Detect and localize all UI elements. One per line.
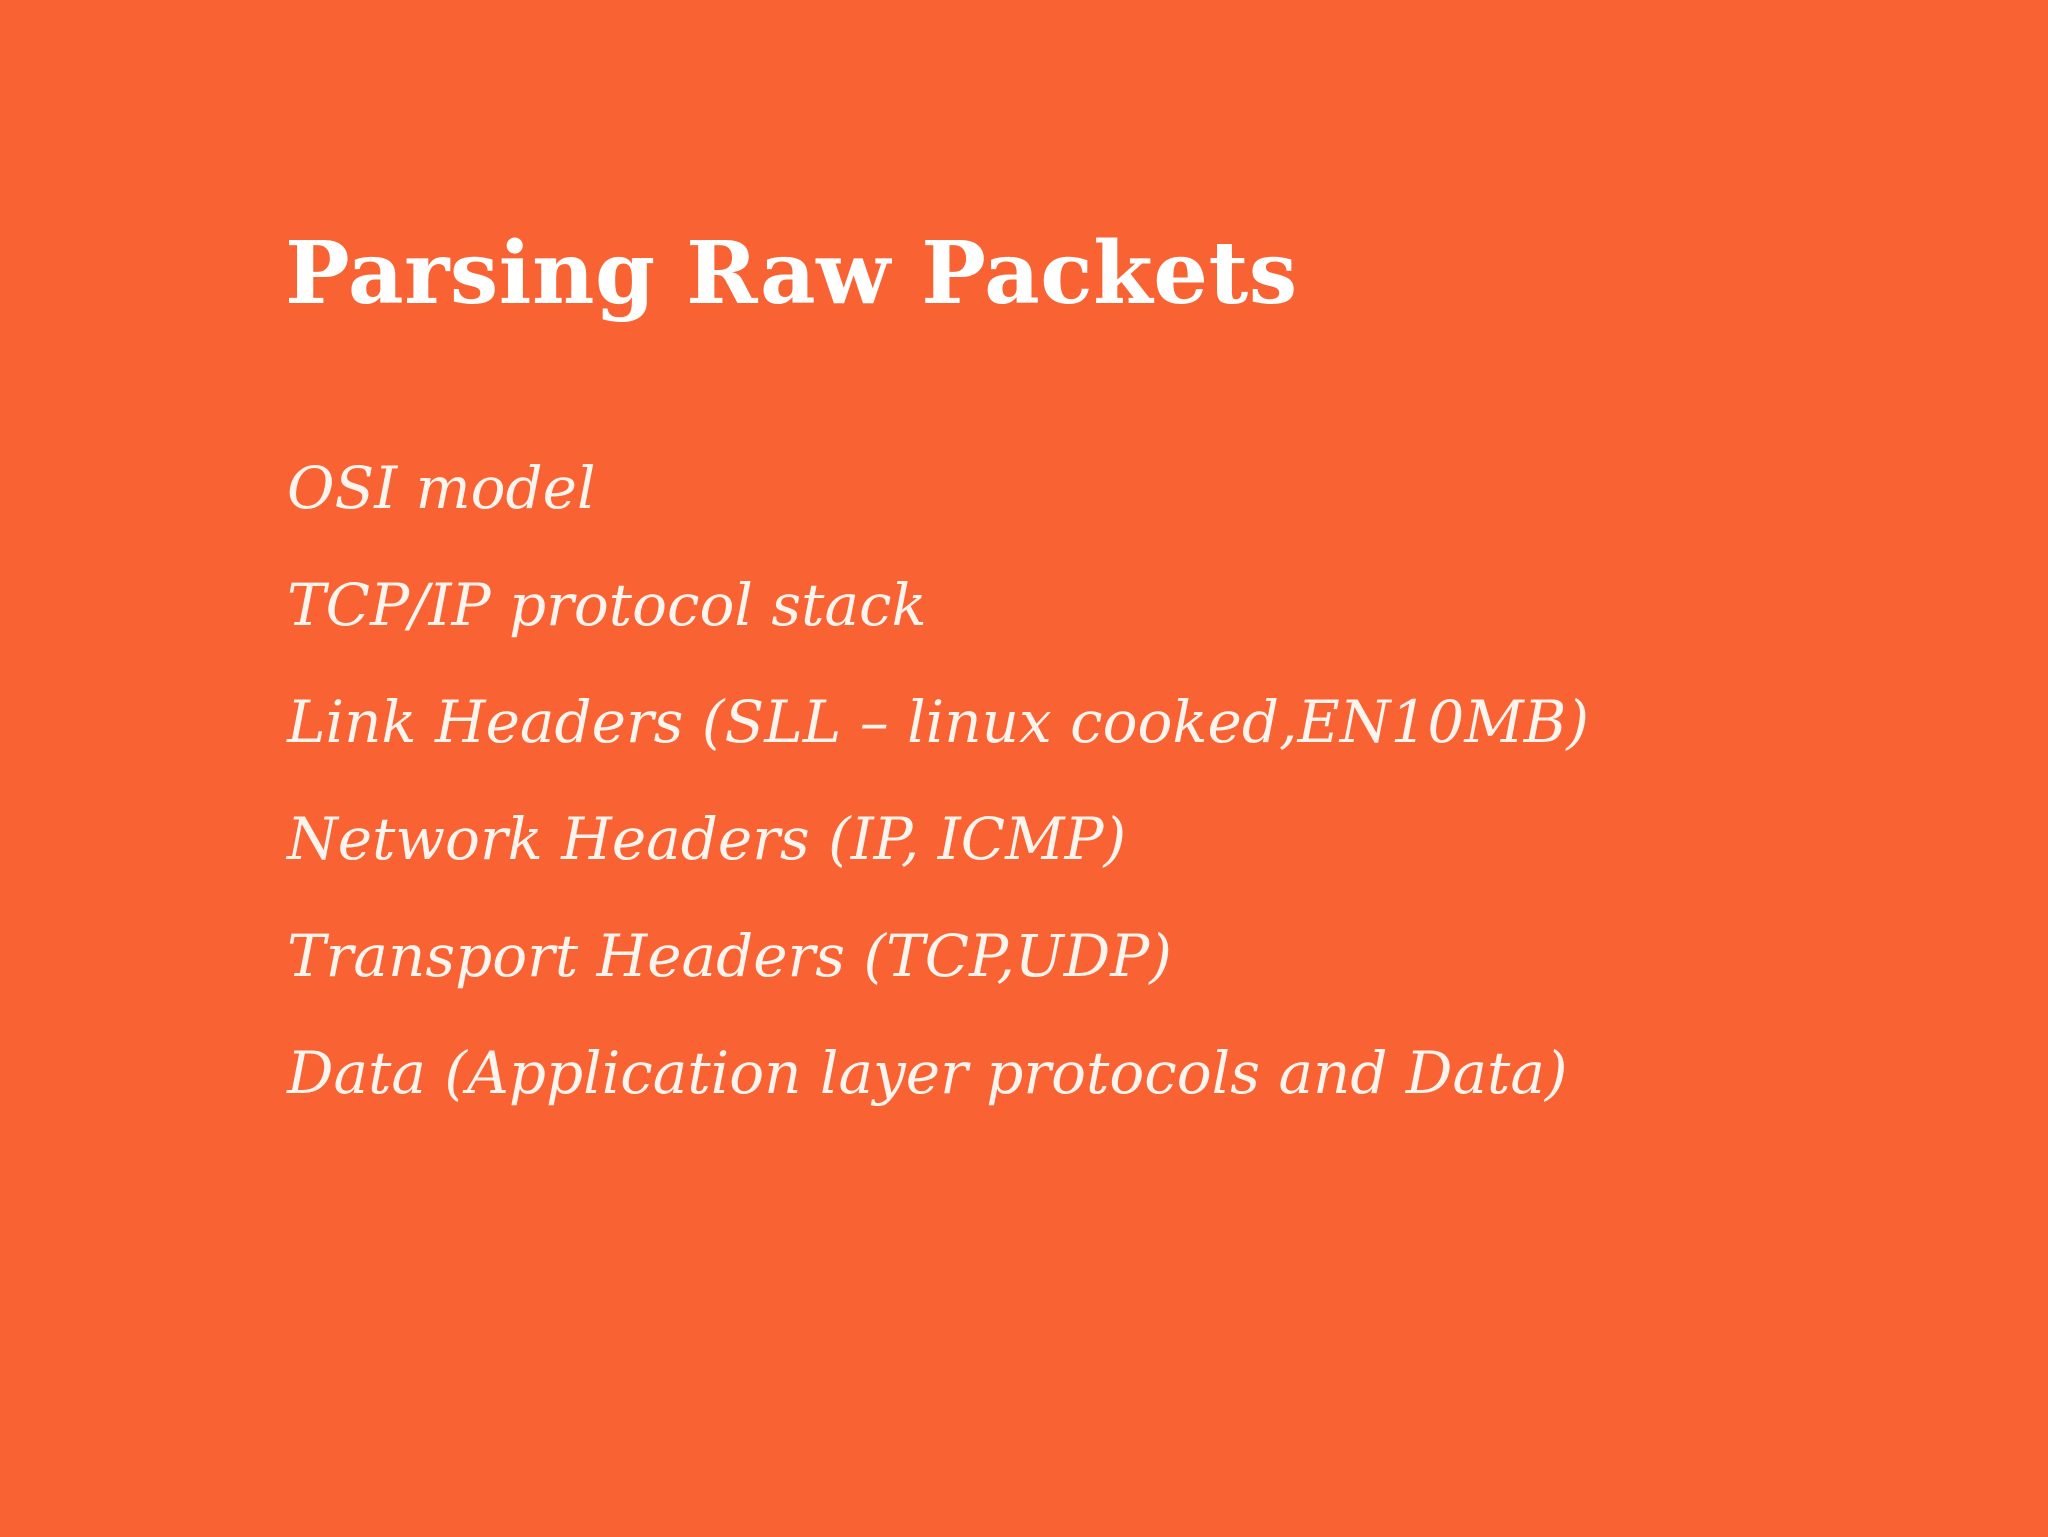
- bullet-item-tcp-ip-protocol-stack: TCP/IP protocol stack: [287, 571, 927, 639]
- bullet-item-link-headers: Link Headers (SLL – linux cooked,EN10MB): [287, 688, 1589, 756]
- bullet-item-osi-model: OSI model: [287, 454, 596, 522]
- slide-bullet-list: OSI model TCP/IP protocol stack Link Hea…: [287, 430, 1927, 1132]
- slide-title: Parsing Raw Packets: [285, 222, 1298, 324]
- bullet-item-transport-headers: Transport Headers (TCP,UDP): [287, 922, 1172, 990]
- bullet-item-data-application-layer: Data (Application layer protocols and Da…: [287, 1039, 1568, 1107]
- bullet-item-network-headers: Network Headers (IP, ICMP): [287, 805, 1127, 873]
